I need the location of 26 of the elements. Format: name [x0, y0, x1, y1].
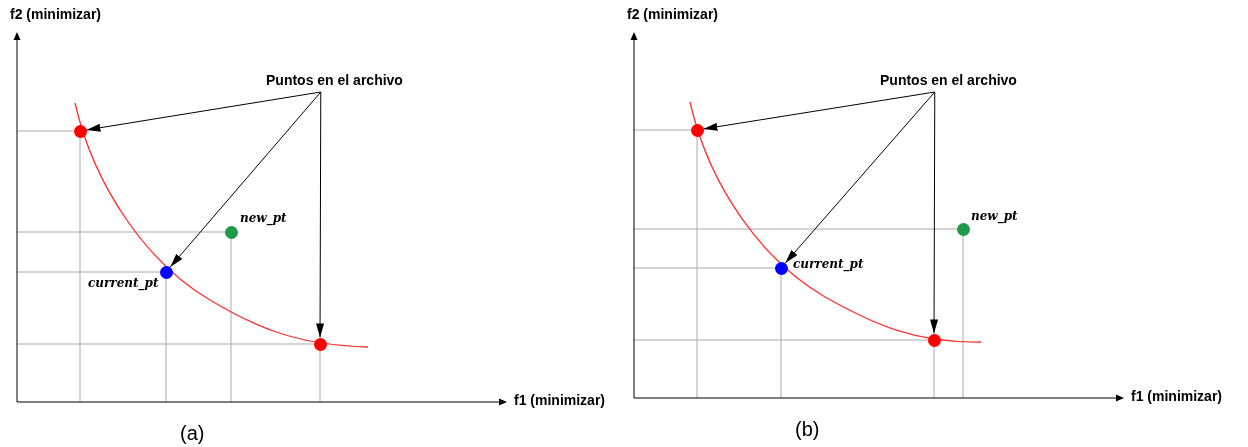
data-point — [73, 124, 87, 138]
arrow — [316, 91, 325, 338]
arrow — [169, 91, 322, 268]
panel-label: (a) — [180, 422, 205, 445]
data-point — [224, 225, 238, 239]
arrow — [85, 91, 322, 132]
point-label: new_pt — [240, 211, 287, 225]
data-point — [313, 337, 327, 351]
point-label: current_pt — [793, 257, 864, 271]
callout-text: Puntos en el archivo — [880, 72, 1017, 88]
data-point — [159, 265, 173, 279]
axis-label: f1 (minimizar) — [1131, 388, 1222, 404]
data-point — [690, 123, 704, 137]
point-label: current_pt — [88, 276, 159, 290]
callout-text: Puntos en el archivo — [266, 72, 403, 88]
axis-label: f2 (minimizar) — [10, 6, 101, 22]
point-label: new_pt — [971, 209, 1018, 223]
axis-label: f1 (minimizar) — [514, 392, 605, 408]
arrow — [784, 91, 936, 264]
data-point — [927, 333, 941, 347]
arrow — [930, 91, 939, 334]
arrow — [702, 91, 936, 131]
data-point — [956, 222, 970, 236]
data-point — [774, 261, 788, 275]
axis-label: f2 (minimizar) — [627, 6, 718, 22]
panel-label: (b) — [795, 418, 820, 441]
